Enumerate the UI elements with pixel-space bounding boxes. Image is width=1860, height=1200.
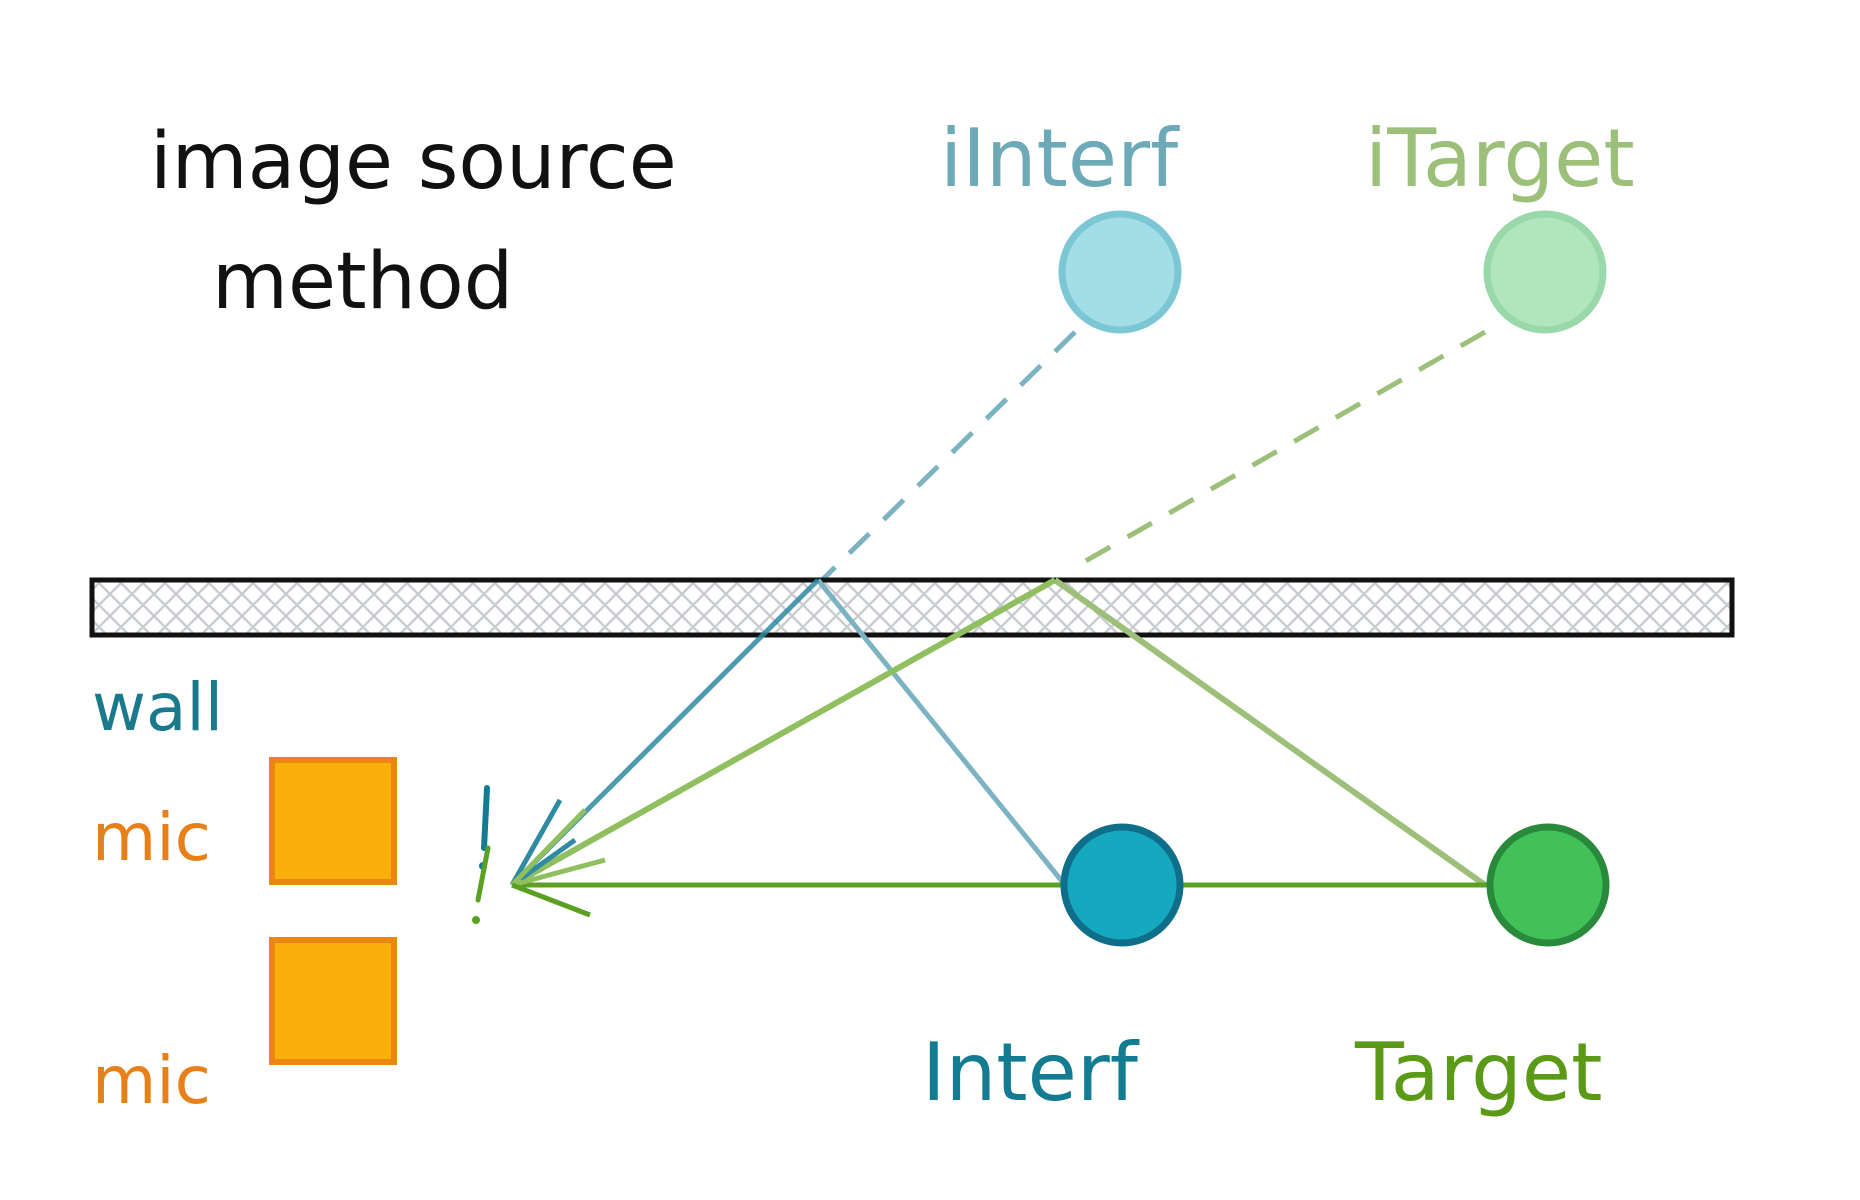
wall-label: wall [92,669,223,746]
target-reflection-incoming [1053,577,1487,888]
target-label: Target [1354,1026,1603,1119]
mic-top [269,757,397,885]
exclamation-icon [472,785,491,924]
wall [89,577,1735,638]
image-target-label: iTarget [1365,112,1635,205]
mic-bottom-label: mic [92,1042,211,1119]
interferer-source [1060,823,1184,947]
image-interferer-virtual-path [820,330,1077,582]
target-source [1486,823,1610,947]
image-target-source [1483,210,1607,334]
image-interferer-source [1058,210,1182,334]
target-reflection-outgoing [510,577,1057,888]
mic-bottom [269,937,397,1065]
diagram-title-line2: method [212,237,513,327]
diagram-title-line1: image source [150,117,677,207]
interferer-label: Interf [922,1026,1140,1119]
image-interferer-label: iInterf [940,112,1180,205]
image-target-virtual-path [1068,329,1487,573]
mic-top-label: mic [92,799,211,876]
arrival-arrowheads [509,798,606,918]
interferer-reflection-incoming [816,578,1067,887]
